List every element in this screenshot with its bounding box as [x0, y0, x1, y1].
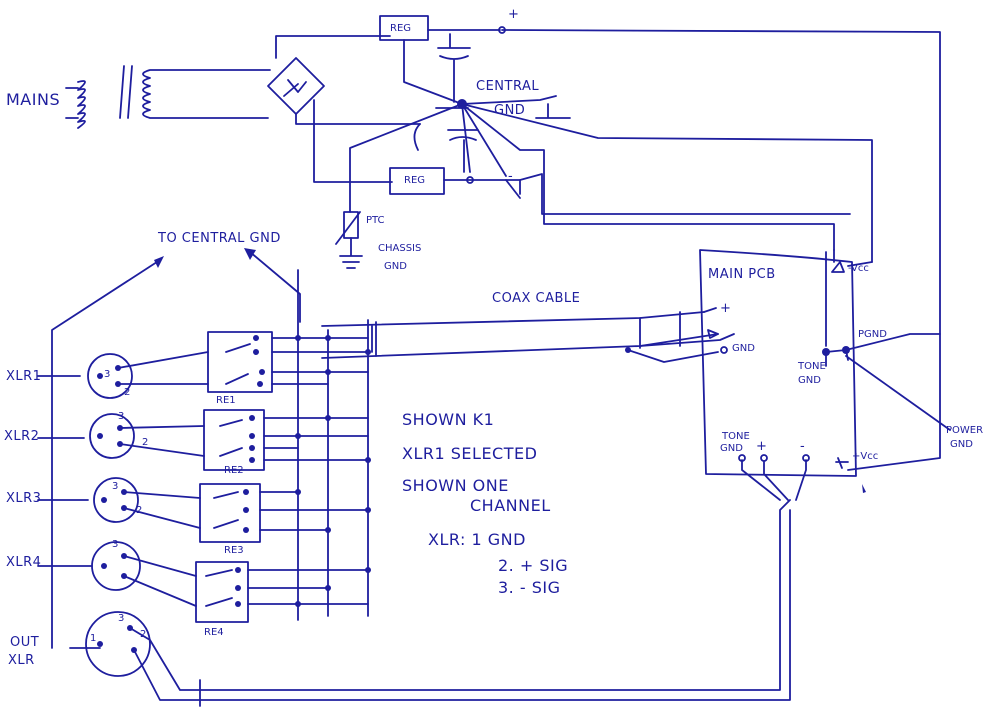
xlr3-connector — [93, 477, 139, 523]
gnd-arrow-right — [244, 248, 256, 260]
tone-gnd-label-line1: TONE — [798, 361, 826, 372]
power-gnd-label-line1: POWER — [946, 425, 984, 436]
relay-re3-label: RE3 — [224, 545, 244, 556]
capacitor-top — [437, 33, 471, 103]
xlr4-label: XLR4 — [6, 555, 42, 570]
main-pcb-section — [699, 249, 951, 501]
xlr1-connector — [87, 353, 133, 399]
transformer-core — [119, 65, 133, 119]
pos-vcc-label: +Vcc — [852, 451, 879, 462]
note-line2: XLR1 SELECTED — [402, 444, 538, 463]
xlr3-label: XLR3 — [6, 491, 42, 506]
power-gnd-label-line2: GND — [950, 439, 973, 450]
pinout-title: XLR: 1 GND — [428, 530, 526, 549]
main-pcb-outline — [699, 249, 857, 477]
note-line4: CHANNEL — [470, 496, 551, 515]
pgnd-terminal — [842, 346, 850, 354]
pcb-gnd-label: GND — [732, 343, 755, 354]
plus-supply-label: + — [508, 7, 520, 22]
central-gnd-label-line2: GND — [494, 103, 526, 118]
xlr1-label: XLR1 — [6, 369, 42, 384]
out-xlr-connector — [85, 611, 151, 677]
pgnd-label: PGND — [858, 329, 887, 340]
note-line1: SHOWN K1 — [402, 410, 495, 429]
transformer-secondary-coil — [142, 69, 271, 119]
xlr1-pin2-label: 2 — [124, 387, 131, 398]
regulator-mid — [389, 167, 445, 195]
relay-re4 — [195, 561, 249, 623]
relay-re1-label: RE1 — [216, 395, 236, 406]
out-xlr-label-line1: OUT — [10, 635, 40, 650]
out-xlr-pin2-label: 2 — [140, 629, 147, 640]
relay-re4-label: RE4 — [204, 627, 224, 638]
pcb-gnd-terminal — [720, 346, 728, 354]
relay-re1 — [207, 331, 273, 393]
out-xlr-pin1-label: 1 — [90, 633, 97, 644]
tone-gnd-label-line2: GND — [798, 375, 821, 386]
to-central-gnd-label: TO CENTRAL GND — [158, 231, 281, 246]
main-pcb-label: MAIN PCB — [708, 267, 776, 282]
minus-supply-label: - — [508, 169, 514, 184]
mains-label: MAINS — [6, 90, 61, 109]
minus-terminal — [466, 176, 474, 184]
regulator-mid-label: REG — [404, 175, 426, 186]
gnd-arrow-left — [154, 256, 164, 268]
mains-primary-coil — [65, 80, 86, 129]
pinout-pin3: 3. - SIG — [498, 578, 561, 597]
ptc-label: PTC — [366, 215, 385, 226]
regulator-top-label: REG — [390, 23, 412, 34]
tone-board-gnd-label-line1: TONE — [722, 431, 750, 442]
central-gnd-label-line1: CENTRAL — [476, 79, 540, 94]
tone-minus-label: - — [800, 439, 806, 454]
xlr1-pin3-label: 3 — [104, 369, 111, 380]
pinout-pin2: 2. + SIG — [498, 556, 569, 575]
coax-cable — [321, 307, 735, 363]
pcb-plus-label: + — [720, 301, 732, 316]
xlr3-pin2-label: 2 — [136, 505, 143, 516]
relay-re2-label: RE2 — [224, 465, 244, 476]
out-xlr-pin3-label: 3 — [118, 613, 125, 624]
xlr2-pin2-label: 2 — [142, 437, 149, 448]
chassis-gnd-label-line1: CHASSIS — [378, 243, 422, 254]
tone-plus-label: + — [756, 439, 768, 454]
chassis-gnd-label-line2: GND — [384, 261, 407, 272]
xlr4-connector — [91, 541, 141, 591]
note-line3: SHOWN ONE — [402, 476, 509, 495]
xlr-section — [37, 256, 791, 707]
xlr2-connector — [89, 413, 135, 459]
relay-re2 — [203, 409, 265, 471]
xlr2-label: XLR2 — [4, 429, 40, 444]
xlr3-pin3-label: 3 — [112, 481, 119, 492]
out-xlr-label-line2: XLR — [8, 653, 35, 668]
xlr4-pin3-label: 3 — [112, 539, 119, 550]
capacitor-mid — [447, 129, 479, 173]
tone-gnd-terminal — [822, 348, 830, 356]
relay-section — [195, 248, 371, 623]
xlr2-pin3-label: 3 — [118, 411, 125, 422]
relay-re3 — [199, 483, 261, 543]
power-supply-section — [65, 15, 941, 471]
coax-cable-label: COAX CABLE — [492, 291, 581, 306]
tone-board-gnd-label-line2: GND — [720, 443, 743, 454]
neg-vcc-label: -Vcc — [848, 263, 869, 274]
